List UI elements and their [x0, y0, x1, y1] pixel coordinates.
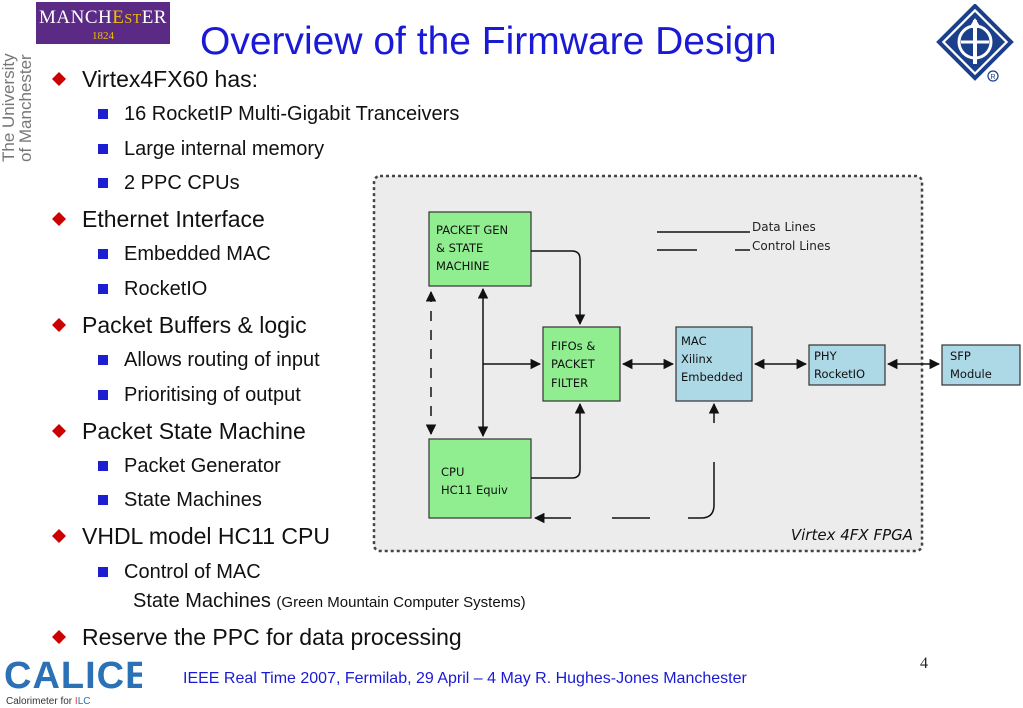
- bullet-virtex: Virtex4FX60 has:: [52, 66, 259, 92]
- calice-logo-sub: Calorimeter for ILC: [6, 696, 90, 707]
- page-number: 4: [920, 655, 928, 672]
- diamond-bullet-icon: [52, 630, 66, 644]
- square-bullet-icon: [98, 355, 108, 365]
- sub-bullet: 16 RocketIP Multi-Gigabit Tranceivers: [98, 103, 460, 125]
- sub-bullet-text: RocketIO: [124, 278, 208, 300]
- square-bullet-icon: [98, 495, 108, 505]
- sub-bullet-text: 2 PPC CPUs: [124, 172, 240, 194]
- block-cpu-label: CPU HC11 Equiv: [441, 465, 508, 497]
- manchester-logo: MANCHESTER 1824: [36, 2, 170, 44]
- bullet-vhdl: VHDL model HC11 CPU: [52, 523, 330, 549]
- sub-bullet: Allows routing of input: [98, 349, 320, 371]
- square-bullet-icon: [98, 178, 108, 188]
- sub-bullet-text: Prioritising of output: [124, 384, 301, 406]
- block-fifos: [542, 326, 621, 402]
- sub-bullet: State Machines: [98, 489, 262, 511]
- block-mac: [675, 326, 753, 402]
- bullet-reserve-ppc: Reserve the PPC for data processing: [52, 624, 462, 650]
- block-phy-label: PHY RocketIO: [814, 349, 865, 381]
- sub-bullet-text: State Machines: [133, 590, 271, 612]
- bullet-text: Ethernet Interface: [82, 206, 265, 232]
- square-bullet-icon: [98, 249, 108, 259]
- ieee-diamond-icon: R: [936, 4, 1014, 82]
- sub-bullet-note: (Green Mountain Computer Systems): [276, 594, 526, 611]
- fpga-panel: [372, 174, 924, 553]
- block-mac-label: MAC Xilinx Embedded: [681, 334, 743, 384]
- page-title: Overview of the Firmware Design: [200, 20, 777, 63]
- sub-bullet: Embedded MAC: [98, 243, 271, 265]
- sub-bullet-text: Control of MAC: [124, 561, 261, 583]
- sub-bullet-text: Large internal memory: [124, 138, 325, 160]
- diamond-bullet-icon: [52, 318, 66, 332]
- square-bullet-icon: [98, 284, 108, 294]
- diamond-bullet-icon: [52, 529, 66, 543]
- diamond-bullet-icon: [52, 212, 66, 226]
- university-line-2: of Manchester: [16, 54, 35, 162]
- control-return-a: [688, 462, 715, 519]
- sub-bullet-control-of-mac: Control of MAC: [98, 561, 261, 583]
- sub-bullet-text: 16 RocketIP Multi-Gigabit Tranceivers: [124, 103, 460, 125]
- block-packet-gen: [428, 211, 532, 287]
- fpga-label: Virtex 4FX FPGA: [791, 526, 913, 544]
- university-line-1: The University: [0, 53, 18, 162]
- legend-data-lines: Data Lines: [752, 220, 816, 234]
- diamond-bullet-icon: [52, 72, 66, 86]
- legend-control-lines: Control Lines: [752, 239, 830, 253]
- block-packet-gen-label: PACKET GEN & STATE MACHINE: [436, 223, 512, 273]
- manchester-logo-name: MANCHESTER: [39, 7, 167, 28]
- square-bullet-icon: [98, 567, 108, 577]
- bullet-packet-buffers: Packet Buffers & logic: [52, 312, 307, 338]
- square-bullet-icon: [98, 109, 108, 119]
- diamond-bullet-icon: [52, 424, 66, 438]
- square-bullet-icon: [98, 390, 108, 400]
- sub-bullet-continuation: State Machines (Green Mountain Computer …: [133, 590, 526, 614]
- block-phy: [808, 344, 886, 386]
- block-cpu: [428, 438, 532, 519]
- sub-bullet: Large internal memory: [98, 138, 325, 160]
- sub-bullet: Packet Generator: [98, 455, 281, 477]
- bullet-packet-state-machine: Packet State Machine: [52, 418, 306, 444]
- footer-text: IEEE Real Time 2007, Fermilab, 29 April …: [183, 670, 747, 687]
- sub-bullet-text: State Machines: [124, 489, 262, 511]
- line-packetgen-to-fifos: [531, 250, 586, 326]
- bullet-text: Packet State Machine: [82, 418, 306, 444]
- sub-bullet-text: Embedded MAC: [124, 243, 271, 265]
- university-vertical-text: The University of Manchester: [0, 53, 35, 162]
- square-bullet-icon: [98, 461, 108, 471]
- sub-bullet: RocketIO: [98, 278, 208, 300]
- calice-logo-text: CALICE: [4, 655, 142, 697]
- line-cpu-to-fifos: [531, 402, 586, 479]
- sub-bullet-text: Packet Generator: [124, 455, 281, 477]
- block-sfp: [941, 344, 1021, 386]
- bullet-text: Reserve the PPC for data processing: [82, 624, 462, 650]
- bullet-text: Virtex4FX60 has:: [82, 66, 259, 92]
- sub-bullet: Prioritising of output: [98, 384, 301, 406]
- sub-bullet-text: Allows routing of input: [124, 349, 320, 371]
- svg-text:R: R: [990, 74, 995, 81]
- bullet-text: Packet Buffers & logic: [82, 312, 307, 338]
- manchester-logo-year: 1824: [92, 30, 114, 42]
- block-sfp-label: SFP Module: [950, 349, 992, 381]
- bullet-ethernet: Ethernet Interface: [52, 206, 265, 232]
- sub-bullet: 2 PPC CPUs: [98, 172, 240, 194]
- calice-logo: CALICE Calorimeter for ILC: [4, 655, 142, 707]
- square-bullet-icon: [98, 144, 108, 154]
- bullet-text: VHDL model HC11 CPU: [82, 523, 330, 549]
- block-fifos-label: FIFOs & PACKET FILTER: [551, 339, 599, 390]
